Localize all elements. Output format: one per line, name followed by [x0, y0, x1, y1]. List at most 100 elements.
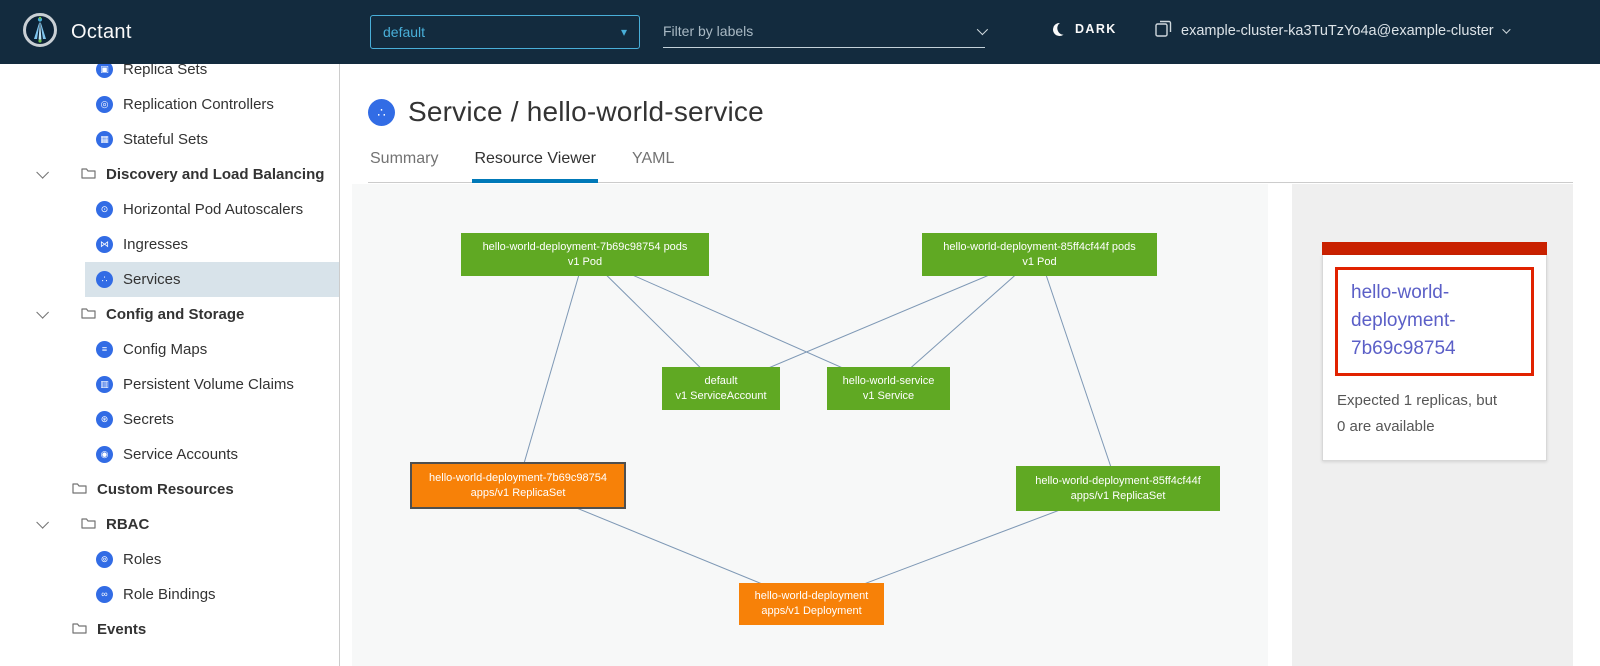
namespace-select[interactable]: default ▾: [370, 15, 640, 49]
status-bar-red: [1322, 242, 1547, 255]
folder-icon: [81, 166, 96, 183]
ingresses-icon: ⋈: [96, 236, 113, 253]
sidebar-item-stateful-sets[interactable]: ▦ Stateful Sets: [0, 122, 339, 157]
replicaset-link[interactable]: hello-world-deployment-7b69c98754: [1351, 282, 1456, 359]
graph-node-deployment-hello-world-deployment[interactable]: hello-world-deployment apps/v1 Deploymen…: [739, 583, 884, 625]
folder-icon: [81, 516, 96, 533]
sidebar-section-label: Config and Storage: [106, 306, 245, 323]
sidebar-item-events[interactable]: Events: [0, 612, 339, 647]
node-title: hello-world-deployment-7b69c98754 pods: [482, 240, 688, 253]
sidebar-section-rbac[interactable]: RBAC: [0, 507, 339, 542]
node-detail-panel: hello-world-deployment-7b69c98754 Expect…: [1292, 184, 1573, 666]
sidebar-item-label: Services: [123, 271, 181, 288]
tab-yaml[interactable]: YAML: [632, 150, 675, 167]
sidebar-item-label: Secrets: [123, 411, 174, 428]
resource-viewer-graph: hello-world-deployment-7b69c98754 pods v…: [352, 184, 1268, 666]
horizontal-pod-autoscalers-icon: ⊙: [96, 201, 113, 218]
sidebar-item-custom-resources[interactable]: Custom Resources: [0, 472, 339, 507]
app-header: Octant default ▾ Filter by labels DARK e…: [0, 0, 1600, 64]
theme-toggle-button[interactable]: DARK: [1053, 22, 1117, 36]
sidebar-item-label: Stateful Sets: [123, 131, 209, 148]
secrets-icon: ⊛: [96, 411, 113, 428]
sidebar-item-services[interactable]: ∴ Services: [0, 262, 339, 297]
sidebar-item-label: Custom Resources: [97, 481, 234, 498]
sidebar-item-persistent-volume-claims[interactable]: ▥ Persistent Volume Claims: [0, 367, 339, 402]
page-title-row: ∴ Service / hello-world-service: [368, 96, 764, 128]
chevron-down-icon: [36, 166, 49, 179]
alert-box: hello-world-deployment-7b69c98754: [1335, 267, 1534, 376]
page-title: Service / hello-world-service: [408, 96, 764, 127]
sidebar-item-label: Config Maps: [123, 341, 208, 358]
sidebar-section-label: Discovery and Load Balancing: [106, 166, 325, 183]
services-icon: ∴: [96, 271, 113, 288]
tab-resource-viewer[interactable]: Resource Viewer: [472, 150, 598, 183]
sidebar-section-discovery-and-load-balancing[interactable]: Discovery and Load Balancing: [0, 157, 339, 192]
sidebar-item-label: Ingresses: [123, 236, 189, 253]
sidebar-item-label: Events: [97, 621, 147, 638]
graph-node-pod-85ff4cf44f[interactable]: hello-world-deployment-85ff4cf44f pods v…: [922, 233, 1157, 276]
sidebar-item-replication-controllers[interactable]: ◎ Replication Controllers: [0, 87, 339, 122]
replica-sets-icon: ▣: [96, 64, 113, 78]
graph-node-replicaset-85ff4cf44f[interactable]: hello-world-deployment-85ff4cf44f apps/v…: [1016, 466, 1220, 511]
sidebar-item-label: Horizontal Pod Autoscalers: [123, 201, 304, 218]
node-kind: apps/v1 ReplicaSet: [470, 486, 566, 499]
sidebar-item-label: Service Accounts: [123, 446, 239, 463]
status-message-line: 0 are available: [1337, 418, 1435, 435]
sidebar-item-label: Replica Sets: [123, 64, 208, 78]
roles-icon: ⊚: [96, 551, 113, 568]
chevron-down-icon: [36, 516, 49, 529]
filter-placeholder: Filter by labels: [663, 22, 754, 39]
config-maps-icon: ≡: [96, 341, 113, 358]
chevron-down-icon: [976, 23, 989, 35]
node-kind: apps/v1 Deployment: [761, 605, 862, 617]
node-kind: v1 Pod: [567, 255, 603, 268]
namespace-select-value: default: [383, 24, 426, 40]
folder-icon: [72, 481, 87, 498]
graph-node-pod-7b69c98754[interactable]: hello-world-deployment-7b69c98754 pods v…: [461, 233, 709, 276]
graph-node-serviceaccount-default[interactable]: default v1 ServiceAccount: [662, 367, 780, 410]
sidebar-section-config-and-storage[interactable]: Config and Storage: [0, 297, 339, 332]
sidebar-item-ingresses[interactable]: ⋈ Ingresses: [0, 227, 339, 262]
sidebar-item-config-maps[interactable]: ≡ Config Maps: [0, 332, 339, 367]
sidebar-item-label: Roles: [123, 551, 162, 568]
sidebar-item-replica-sets[interactable]: ▣ Replica Sets: [0, 64, 339, 87]
service-accounts-icon: ◉: [96, 446, 113, 463]
octant-logo-icon: [22, 12, 58, 53]
node-kind: apps/v1 ReplicaSet: [1070, 489, 1166, 502]
sidebar-item-roles[interactable]: ⊚ Roles: [0, 542, 339, 577]
node-kind: v1 ServiceAccount: [675, 389, 767, 402]
node-title: hello-world-service: [842, 374, 935, 387]
graph-node-service-hello-world-service[interactable]: hello-world-service v1 Service: [827, 367, 950, 410]
tab-summary[interactable]: Summary: [370, 150, 439, 167]
tabs-bar: Summary Resource Viewer YAML: [368, 150, 1573, 183]
graph-edges: [517, 253, 1119, 605]
sidebar-item-label: Role Bindings: [123, 586, 216, 603]
sidebar-item-service-accounts[interactable]: ◉ Service Accounts: [0, 437, 339, 472]
sidebar-item-secrets[interactable]: ⊛ Secrets: [0, 402, 339, 437]
chevron-down-icon: [1501, 25, 1511, 34]
cluster-icon: [1155, 20, 1172, 42]
cluster-context-menu[interactable]: example-cluster-ka3TuTzYo4a@example-clus…: [1155, 20, 1511, 42]
folder-icon: [81, 306, 96, 323]
status-card-body: hello-world-deployment-7b69c98754 Expect…: [1322, 255, 1547, 461]
brand[interactable]: Octant: [22, 12, 132, 53]
node-title: hello-world-deployment: [754, 590, 869, 603]
sidebar-item-horizontal-pod-autoscalers[interactable]: ⊙ Horizontal Pod Autoscalers: [0, 192, 339, 227]
sidebar-item-label: Replication Controllers: [123, 96, 274, 113]
node-title: default: [704, 374, 738, 387]
sidebar-item-role-bindings[interactable]: ∞ Role Bindings: [0, 577, 339, 612]
status-card: hello-world-deployment-7b69c98754 Expect…: [1322, 242, 1547, 461]
persistent-volume-claims-icon: ▥: [96, 376, 113, 393]
node-title: hello-world-deployment-85ff4cf44f: [1035, 474, 1201, 487]
filter-by-labels-input[interactable]: Filter by labels: [663, 14, 989, 48]
stateful-sets-icon: ▦: [96, 131, 113, 148]
graph-node-replicaset-7b69c98754-selected[interactable]: hello-world-deployment-7b69c98754 apps/v…: [410, 462, 626, 509]
sidebar-nav-list: ▣ Replica Sets ◎ Replication Controllers…: [0, 64, 339, 647]
status-message-line: Expected 1 replicas, but: [1337, 392, 1498, 409]
chevron-down-icon: ▾: [620, 25, 627, 39]
node-kind: v1 Pod: [1022, 255, 1057, 268]
service-icon: ∴: [368, 98, 395, 126]
role-bindings-icon: ∞: [96, 586, 113, 603]
node-title: hello-world-deployment-85ff4cf44f pods: [943, 240, 1136, 253]
